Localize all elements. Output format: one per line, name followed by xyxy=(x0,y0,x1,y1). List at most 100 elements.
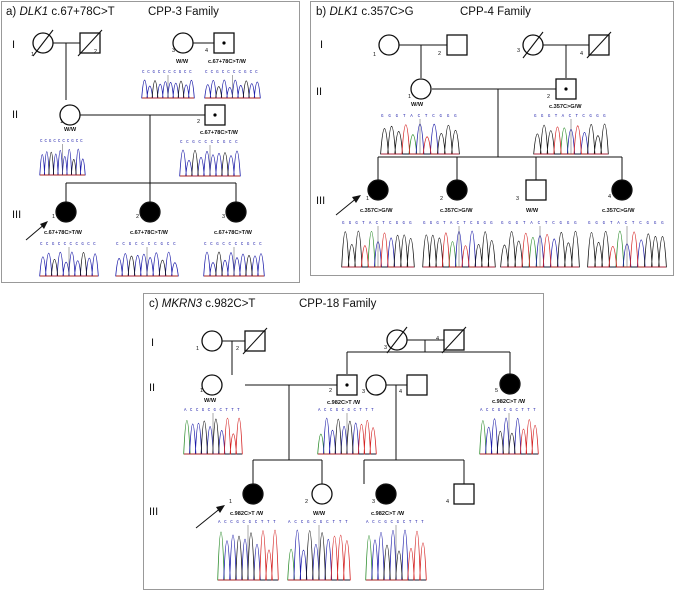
member-number: 2 xyxy=(305,499,308,505)
member-number: 2 xyxy=(136,214,139,220)
chromatogram: ACCGCGCTTT xyxy=(365,521,427,581)
member-number: 4 xyxy=(446,499,449,505)
trace-t xyxy=(588,231,666,268)
male-symbol xyxy=(406,374,428,396)
chromatogram: GGGTACTCGGG xyxy=(500,222,580,268)
affected-female-symbol xyxy=(55,201,77,223)
sequence-text: CCGCCCCGCC xyxy=(116,243,176,247)
member-number: 1 xyxy=(366,196,369,202)
member-number: 4 xyxy=(399,389,402,395)
panel-c-gen-II: II xyxy=(149,382,155,394)
female-symbol xyxy=(410,78,432,100)
panel-c-family: CPP-18 Family xyxy=(299,298,377,310)
chromatogram: CCGCCCCGCC xyxy=(141,71,195,99)
trace-t xyxy=(318,419,377,455)
member-number: 1 xyxy=(60,119,63,125)
chromatogram: ACCGCGCTTT xyxy=(183,409,243,455)
genotype-label: W/W xyxy=(313,511,326,517)
affected-female-symbol xyxy=(139,201,161,223)
genotype-label: c.982C>T /W xyxy=(230,511,264,517)
sequence-text: GGGTACTCGGG xyxy=(534,115,606,119)
chromatogram: GGGTACTCGGG xyxy=(533,115,609,155)
panel-c-gen-III: III xyxy=(149,506,158,518)
sequence-text: CCGCCCCGCC xyxy=(205,71,258,75)
member-number: 2 xyxy=(440,196,443,202)
genotype-label: c.982C>T /W xyxy=(327,400,361,406)
affected-female-symbol xyxy=(375,483,397,505)
member-number: 1 xyxy=(31,52,34,58)
affected-female-symbol xyxy=(611,179,633,201)
chromatogram: CCGCCCCGCC xyxy=(204,71,261,99)
genotype-label: W/W xyxy=(526,208,539,214)
genotype-label: c.67+78C>T/W xyxy=(130,230,169,236)
genotype-label: c.67+78C>T/W xyxy=(208,59,247,65)
proband-arrow xyxy=(195,506,223,529)
member-number: 1 xyxy=(408,94,411,100)
genotype-label: W/W xyxy=(204,398,217,404)
trace-t xyxy=(342,232,414,268)
member-number: 2 xyxy=(197,119,200,125)
carrier-dot xyxy=(222,41,226,45)
member-number: 5 xyxy=(495,388,498,394)
trace-t xyxy=(366,530,427,581)
member-number: 1 xyxy=(229,499,232,505)
chromatogram: CCGCCCCGCC xyxy=(179,141,241,177)
sequence-text: ACCGCGCTTT xyxy=(318,409,374,413)
sequence-text: GGGTACTCGGG xyxy=(588,222,664,226)
affected-female-symbol xyxy=(499,373,521,395)
carrier-dot xyxy=(564,87,568,91)
chromatogram: CCGCCCCGCC xyxy=(39,140,86,176)
female-symbol xyxy=(378,34,400,56)
female-symbol xyxy=(59,104,81,126)
proband-arrow-head xyxy=(352,195,361,203)
panel-b-border xyxy=(310,1,674,276)
genotype-label: W/W xyxy=(176,59,189,65)
sequence-text: CCGCCCCGCC xyxy=(204,243,262,247)
female-symbol xyxy=(172,32,194,54)
member-number: 1 xyxy=(373,52,376,58)
sequence-text: CCGCCCCGCC xyxy=(180,141,238,145)
affected-female-symbol xyxy=(446,179,468,201)
trace-t xyxy=(184,417,243,455)
proband-arrow-head xyxy=(40,221,48,229)
panel-a-gen-I: I xyxy=(12,39,15,51)
sequence-text: ACCGCGCTTT xyxy=(288,521,348,525)
genotype-label: c.357C>G/W xyxy=(360,208,393,214)
sequence-text: ACCGCGCTTT xyxy=(480,409,536,413)
female-symbol xyxy=(201,374,223,396)
member-number: 3 xyxy=(172,48,175,54)
deceased-slash xyxy=(242,327,268,355)
proband-arrow-head xyxy=(216,505,225,513)
member-number: 3 xyxy=(384,345,387,351)
genotype-label: c.67+78C>T/W xyxy=(214,230,253,236)
member-number: 3 xyxy=(362,389,365,395)
sequence-text: GGGTACTCGGG xyxy=(342,222,412,226)
member-number: 2 xyxy=(329,388,332,394)
male-symbol xyxy=(525,179,547,201)
trace-t xyxy=(423,232,495,268)
genotype-label: c.67+78C>T/W xyxy=(44,230,83,236)
panel-a-family: CPP-3 Family xyxy=(148,6,219,18)
sequence-text: ACCGCGCTTT xyxy=(184,409,240,413)
female-symbol xyxy=(311,483,333,505)
member-number: 1 xyxy=(200,388,203,394)
member-number: 3 xyxy=(516,196,519,202)
trace-t xyxy=(501,232,579,268)
panel-b-gen-III: III xyxy=(316,195,325,207)
chromatogram: GGGTACTCGGG xyxy=(587,222,667,268)
trace-t xyxy=(480,419,539,455)
affected-female-symbol xyxy=(242,483,264,505)
genotype-label: c.982C>T /W xyxy=(492,399,526,405)
member-number: 4 xyxy=(580,51,583,57)
panel-a-gen-III: III xyxy=(12,209,21,221)
chromatogram: ACCGCGCTTT xyxy=(217,521,279,581)
affected-female-symbol xyxy=(367,179,389,201)
panel-b-gen-I: I xyxy=(320,39,323,51)
genotype-label: W/W xyxy=(411,102,424,108)
genotype-label: c.357C>G/W xyxy=(440,208,473,214)
sequence-text: GGGTACTCGGG xyxy=(381,115,457,119)
panel-c: c) MKRN3 c.982C>T CPP-18 Family I II III… xyxy=(143,293,544,590)
chromatogram: GGGTACTCGGG xyxy=(422,222,496,268)
male-symbol xyxy=(453,483,475,505)
